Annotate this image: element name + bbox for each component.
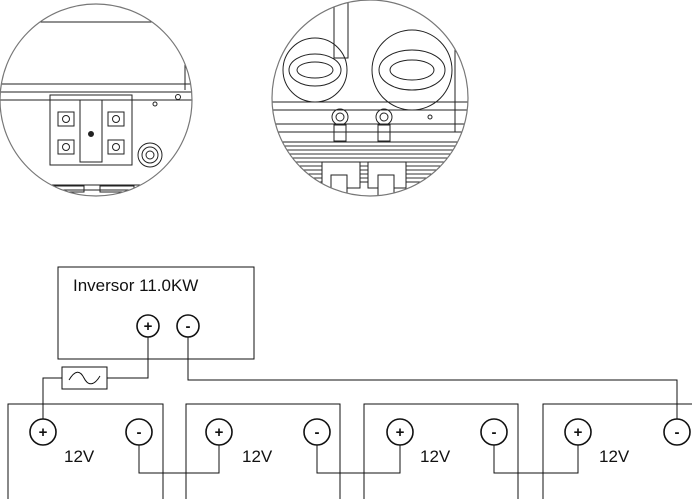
- battery-1: + - 12V: [29, 418, 153, 466]
- svg-text:-: -: [315, 424, 320, 441]
- battery-2: + - 12V: [205, 418, 331, 466]
- inverter-positive-terminal: +: [136, 314, 160, 338]
- jumper-2-3: [316, 445, 401, 474]
- battery-2-voltage: 12V: [242, 447, 273, 466]
- battery-1-positive-terminal: +: [29, 418, 57, 446]
- svg-text:+: +: [215, 424, 224, 441]
- svg-text:+: +: [396, 424, 405, 441]
- battery-4-negative-terminal: -: [663, 418, 691, 446]
- jumper-3-4: [493, 445, 579, 474]
- battery-2-positive-terminal: +: [205, 418, 233, 446]
- battery-4-voltage: 12V: [599, 447, 630, 466]
- battery-3-outline: [363, 403, 519, 499]
- inverter-terminal-detail-icon: [0, 3, 193, 197]
- battery-4-outline: [542, 403, 692, 499]
- inverter-box: [57, 266, 255, 360]
- jumper-1-2: [138, 445, 220, 474]
- svg-text:-: -: [675, 424, 680, 441]
- battery-1-negative-terminal: -: [125, 418, 153, 446]
- svg-text:+: +: [39, 424, 48, 441]
- wiring: [42, 337, 678, 474]
- svg-text:-: -: [137, 424, 142, 441]
- battery-3-negative-terminal: -: [480, 418, 508, 446]
- svg-text:-: -: [492, 424, 497, 441]
- inverter-negative-terminal: -: [176, 314, 200, 338]
- battery-3-voltage: 12V: [420, 447, 451, 466]
- battery-3-positive-terminal: +: [386, 418, 414, 446]
- svg-text:-: -: [186, 318, 191, 335]
- battery-3: + - 12V: [386, 418, 508, 466]
- svg-text:+: +: [144, 318, 153, 335]
- positive-main-wire-2: [42, 377, 62, 419]
- inverter: Inversor 11.0KW + -: [57, 266, 255, 360]
- inverter-title: Inversor 11.0KW: [73, 276, 198, 295]
- battery-4: + - 12V: [564, 418, 691, 466]
- battery-2-outline: [185, 403, 341, 499]
- negative-main-wire: [187, 337, 678, 419]
- battery-2-negative-terminal: -: [303, 418, 331, 446]
- inverter-battery-port-detail-icon: [271, 0, 469, 197]
- fuse-icon: [61, 366, 108, 390]
- battery-1-outline: [7, 403, 164, 499]
- battery-bank: [7, 403, 692, 499]
- battery-4-positive-terminal: +: [564, 418, 592, 446]
- battery-1-voltage: 12V: [64, 447, 95, 466]
- svg-text:+: +: [574, 424, 583, 441]
- positive-main-wire: [107, 337, 149, 379]
